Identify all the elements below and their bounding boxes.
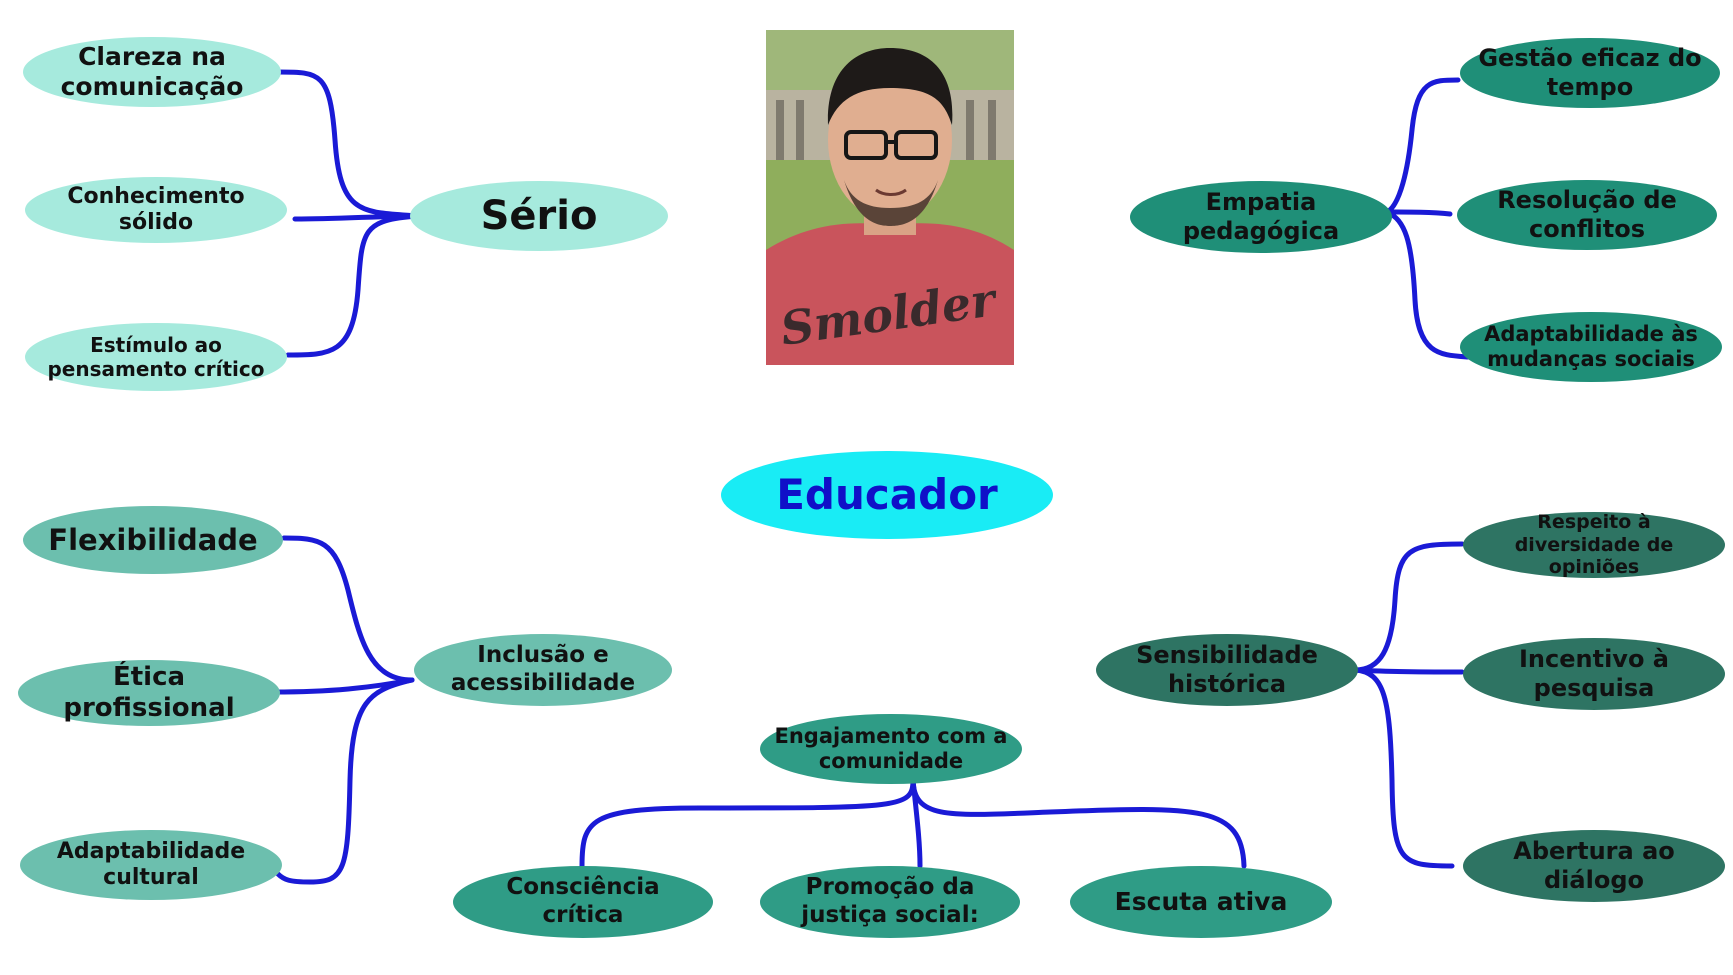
node-adaptabilidade-mudancas: Adaptabilidade às mudanças sociais	[1460, 312, 1722, 382]
center-node-educador: Educador	[721, 451, 1053, 539]
node-etica-profissional: Ética profissional	[18, 660, 280, 726]
node-respeito-diversidade: Respeito à diversidade de opiniões	[1463, 511, 1725, 578]
node-escuta-ativa: Escuta ativa	[1070, 866, 1332, 938]
connector-engajamento-consciencia	[579, 777, 916, 869]
node-serio: Sério	[410, 181, 668, 251]
connector-serio-clareza	[275, 69, 421, 219]
connector-engajamento-escuta	[910, 777, 1247, 869]
node-gestao-tempo: Gestão eficaz do tempo	[1460, 38, 1720, 108]
connector-empatia-resolucao	[1384, 209, 1453, 217]
portrait-image: Smolder	[766, 30, 1014, 365]
connector-empatia-adaptabilidade	[1384, 209, 1471, 360]
node-promocao-justica: Promoção da justiça social:	[760, 866, 1020, 938]
educator-photo: Smolder	[766, 30, 1014, 365]
connector-sensibilidade-abertura	[1352, 667, 1455, 869]
node-inclusao-acessibilidade: Inclusão e acessibilidade	[414, 634, 672, 706]
node-conhecimento-solido: Conhecimento sólido	[25, 177, 287, 243]
node-engajamento-comunidade: Engajamento com a comunidade	[760, 714, 1022, 784]
node-incentivo-pesquisa: Incentivo à pesquisa	[1463, 638, 1725, 710]
connector-empatia-gestao	[1384, 77, 1461, 215]
node-resolucao-conflitos: Resolução de conflitos	[1457, 180, 1717, 250]
node-clareza-comunicacao: Clareza na comunicação	[23, 37, 281, 107]
connector-serio-estimulo	[285, 213, 421, 358]
connector-inclusao-flexibilidade	[281, 535, 415, 683]
node-adaptabilidade-cultural: Adaptabilidade cultural	[20, 830, 282, 900]
center-label: Educador	[776, 469, 998, 519]
connector-inclusao-adaptabilidade	[275, 677, 415, 885]
connector-sensibilidade-respeito	[1352, 541, 1465, 673]
node-empatia-pedagogica: Empatia pedagógica	[1130, 181, 1392, 253]
node-flexibilidade: Flexibilidade	[23, 506, 283, 574]
node-estimulo-pensamento: Estímulo ao pensamento crítico	[25, 323, 287, 391]
connector-sensibilidade-incentivo	[1352, 667, 1465, 675]
node-abertura-dialogo: Abertura ao diálogo	[1463, 830, 1725, 902]
node-sensibilidade-historica: Sensibilidade histórica	[1096, 634, 1358, 706]
node-consciencia-critica: Consciência crítica	[453, 866, 713, 938]
